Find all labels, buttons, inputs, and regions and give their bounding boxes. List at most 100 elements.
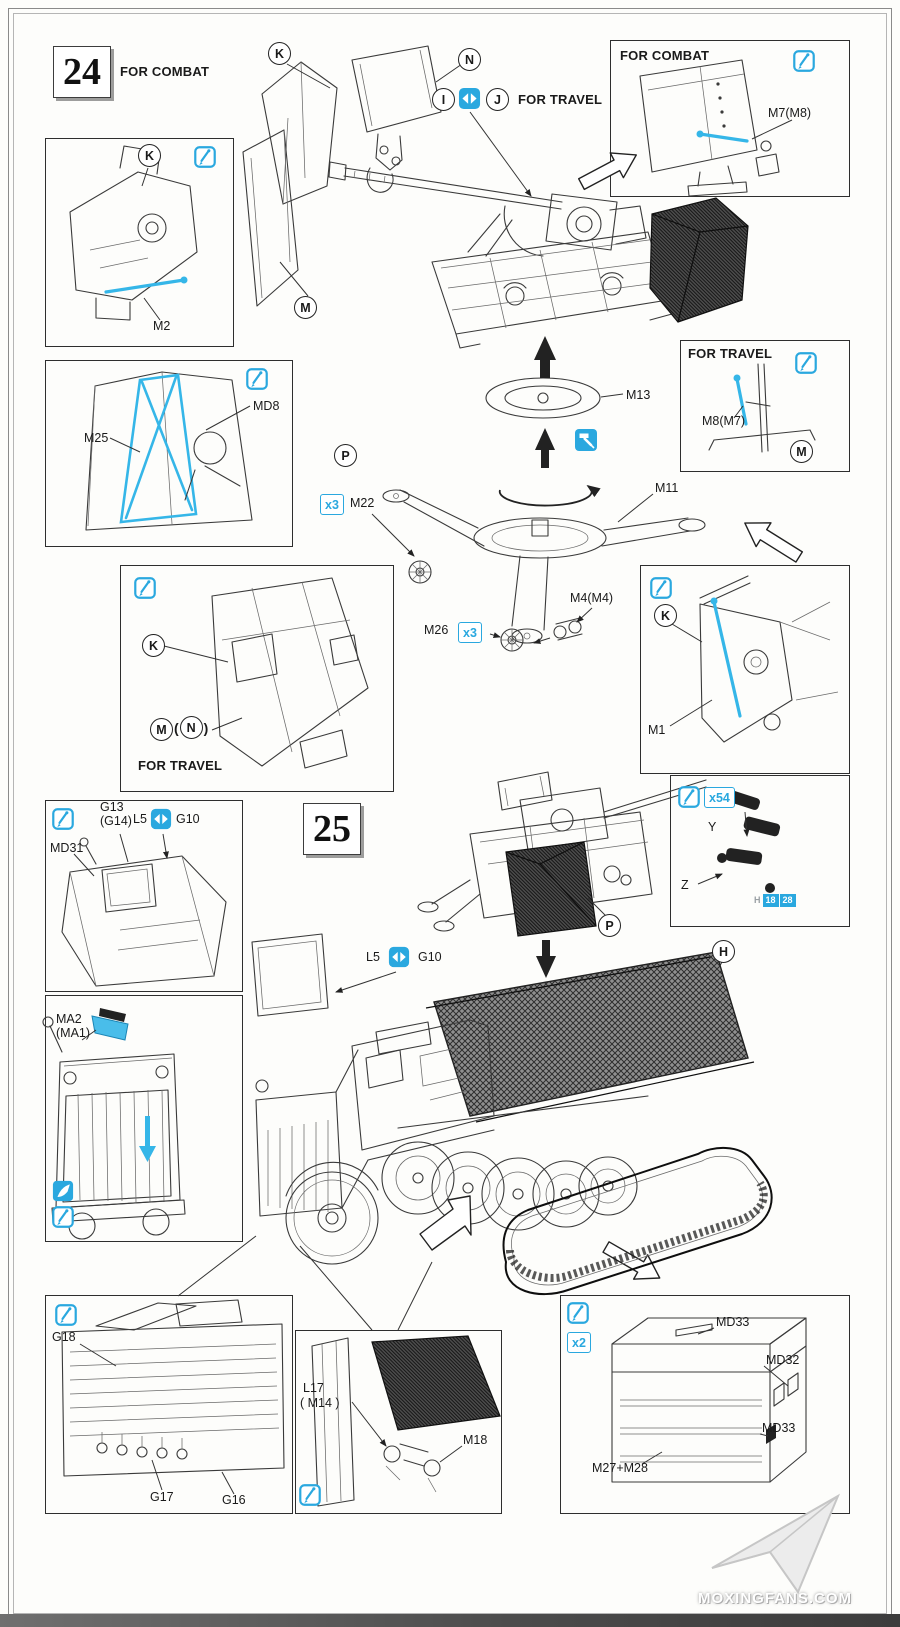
- panel-m1-detail: [640, 565, 850, 774]
- label-l17: L17: [303, 1381, 324, 1395]
- callout-m: M: [294, 296, 317, 319]
- label-md31: MD31: [50, 841, 84, 855]
- hollow-arrow-right: [744, 522, 804, 563]
- panel-for-travel-small: [680, 340, 850, 472]
- panel-for-travel-title: FOR TRAVEL: [688, 346, 773, 361]
- panel-spare-barrel-art: [311, 1335, 501, 1507]
- hollow-arrow-top-right: [577, 152, 637, 191]
- attention-pen-icon: [795, 352, 817, 374]
- panel-m1-art: [669, 575, 839, 743]
- panel-front-end-art: [42, 1008, 186, 1240]
- panel-underside: [45, 1295, 293, 1514]
- gun-with-cover-art: [251, 771, 725, 1017]
- attention-pen-icon: [134, 577, 156, 599]
- label-m27-m28: M27+M28: [592, 1461, 648, 1475]
- label-m26: M26: [424, 623, 449, 637]
- either-or-arrows-icon: [150, 808, 172, 830]
- callout-i: I: [432, 88, 455, 111]
- drill-icon: [574, 428, 598, 452]
- panel-for-combat-art: [639, 59, 793, 197]
- label-l5: L5: [133, 812, 147, 826]
- label-md33-front: MD33: [762, 1421, 796, 1435]
- label-g14: (G14): [100, 814, 132, 828]
- label-m14: ( M14 ): [300, 1396, 340, 1410]
- callout-p: P: [598, 914, 621, 937]
- label-m8: M8(M7): [702, 414, 746, 428]
- panel-spare-barrel: [295, 1330, 502, 1514]
- callout-j: J: [486, 88, 509, 111]
- label-g18: G18: [52, 1330, 76, 1344]
- attention-pen-icon: [678, 786, 700, 808]
- panel-breech-art: [69, 145, 198, 321]
- label-m4: M4(M4): [570, 591, 614, 605]
- attention-pen-icon: [55, 1304, 77, 1326]
- attention-pen-icon: [650, 577, 672, 599]
- callout-h: H: [712, 940, 735, 963]
- ref-badge-28: 28: [779, 894, 796, 907]
- either-or-arrows-icon: [458, 87, 481, 110]
- label-ma2: MA2: [56, 1012, 82, 1026]
- quantity-badge-m26: x3: [458, 622, 482, 643]
- callout-n: N: [458, 48, 481, 71]
- label-z: Z: [681, 878, 689, 892]
- panel-underside-art: [61, 1299, 285, 1495]
- attention-pen-icon: [299, 1484, 321, 1506]
- label-m13: M13: [626, 388, 651, 402]
- watermark-plane-logo: [711, 1493, 841, 1595]
- panel-for-combat: [610, 40, 850, 197]
- callout-k: K: [654, 604, 677, 627]
- label-g16: G16: [222, 1493, 246, 1507]
- label-g13: G13: [100, 800, 124, 814]
- attention-pen-icon: [52, 808, 74, 830]
- attention-pen-icon: [52, 1206, 74, 1228]
- callout-k: K: [138, 144, 161, 167]
- ref-badge-18: 18: [762, 894, 779, 907]
- callout-m: M: [790, 440, 813, 463]
- ref-letter: H: [754, 895, 761, 906]
- sprue-ref-badges: H 18 28: [754, 894, 796, 907]
- attention-pen-icon: [567, 1302, 589, 1324]
- panel-cab-interior-art: [61, 833, 227, 987]
- panel-track-links-art: [697, 790, 781, 893]
- callout-p: P: [334, 444, 357, 467]
- attention-pen-icon: [793, 50, 815, 72]
- callout-m: M: [150, 718, 173, 741]
- panel-gun-breech: [45, 138, 234, 347]
- callout-k: K: [268, 42, 291, 65]
- step-25-number: 25: [303, 803, 361, 855]
- label-y: Y: [708, 820, 717, 834]
- attention-pen-icon: [246, 368, 268, 390]
- label-m7: M7(M8): [768, 106, 812, 120]
- quantity-badge-m22: x3: [320, 494, 344, 515]
- label-md33-top: MD33: [716, 1315, 750, 1329]
- panel-toolbox-art: [611, 1317, 807, 1483]
- panel-windshield-cover: [45, 360, 293, 547]
- flak-gun-assembly-art: [242, 45, 749, 349]
- quantity-badge-track: x54: [704, 787, 735, 808]
- label-m25: M25: [84, 431, 109, 445]
- callout-n-parenthesized: ( N ): [174, 716, 208, 739]
- label-g10: G10: [176, 812, 200, 826]
- callout-n: N: [179, 716, 203, 739]
- panel-toolbox: [560, 1295, 850, 1514]
- label-g17: G17: [150, 1490, 174, 1504]
- panel-front-end: [45, 995, 243, 1242]
- label-m2: M2: [153, 319, 171, 333]
- bottom-scan-edge: [0, 1614, 900, 1627]
- label-m18: M18: [463, 1433, 488, 1447]
- label-g10: G10: [418, 950, 442, 964]
- label-m1: M1: [648, 723, 666, 737]
- step-24-number: 24: [53, 46, 111, 98]
- panel-for-travel-large-art: [163, 577, 369, 769]
- panel-for-travel-large-title: FOR TRAVEL: [138, 758, 223, 773]
- remove-knife-icon: [52, 1180, 74, 1202]
- label-ma1: (MA1): [56, 1026, 91, 1040]
- panel-for-travel-large: [120, 565, 394, 792]
- label-m22: M22: [350, 496, 375, 510]
- panel-for-combat-title: FOR COMBAT: [620, 48, 710, 63]
- attention-pen-icon: [194, 146, 216, 168]
- label-md32: MD32: [766, 1353, 800, 1367]
- panel-track-links: [670, 775, 850, 927]
